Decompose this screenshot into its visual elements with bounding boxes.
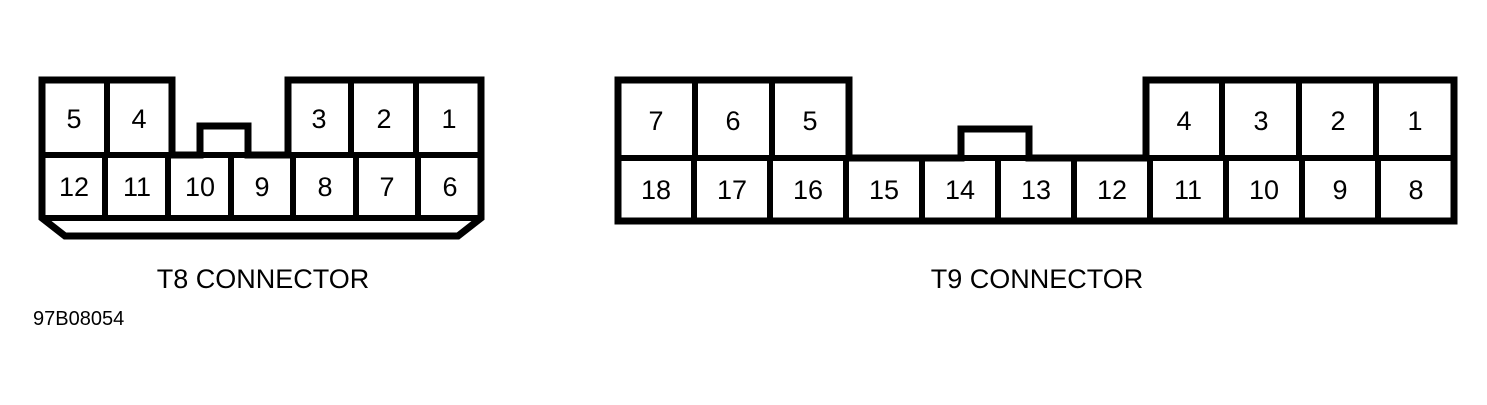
pin-label: 15 (869, 175, 899, 205)
pin-label: 1 (1407, 106, 1422, 136)
pin-label: 3 (311, 104, 326, 134)
pin-label: 2 (1330, 106, 1345, 136)
pin-label: 18 (641, 175, 671, 205)
pin-label: 5 (66, 104, 81, 134)
pin-label: 12 (1097, 175, 1127, 205)
pin-label: 7 (379, 172, 394, 202)
pin-label: 11 (1174, 175, 1202, 205)
pin-label: 16 (793, 175, 823, 205)
pin-label: 11 (123, 172, 151, 202)
connector-t9-svg: 7 6 5 4 3 2 1 18 17 16 15 14 13 12 11 10… (614, 76, 1458, 225)
pin-label: 3 (1253, 106, 1268, 136)
connector-t8-bottom-dividers (102, 155, 421, 218)
pin-label: 1 (441, 104, 456, 134)
connector-t8-top-dividers (104, 80, 419, 155)
figure-id-label: 97B08054 (33, 308, 125, 330)
pin-label: 6 (725, 106, 740, 136)
pin-label: 10 (185, 172, 215, 202)
pin-label: 2 (376, 104, 391, 134)
pin-label: 4 (1176, 106, 1191, 136)
connector-t9-top-dividers (692, 80, 1379, 158)
pin-label: 13 (1021, 175, 1051, 205)
connector-t9-bottom-dividers (691, 158, 1381, 221)
pin-label: 8 (1408, 175, 1423, 205)
connector-t8: 5 4 3 2 1 12 11 10 9 8 7 6 (28, 66, 498, 246)
pin-label: 7 (648, 106, 663, 136)
pin-label: 8 (317, 172, 332, 202)
pin-label: 9 (254, 172, 269, 202)
pin-label: 5 (802, 106, 817, 136)
connector-t9-caption: T9 CONNECTOR (930, 264, 1144, 294)
pin-label: 9 (1332, 175, 1347, 205)
connector-t9: 7 6 5 4 3 2 1 18 17 16 15 14 13 12 11 10… (604, 66, 1470, 238)
pin-label: 10 (1249, 175, 1279, 205)
connector-t8-caption: T8 CONNECTOR (156, 264, 370, 294)
pin-label: 6 (442, 172, 457, 202)
pin-label: 17 (717, 175, 747, 205)
pin-label: 14 (945, 175, 975, 205)
pin-label: 12 (59, 172, 89, 202)
pin-label: 4 (131, 104, 146, 134)
connector-t8-svg: 5 4 3 2 1 12 11 10 9 8 7 6 (38, 76, 485, 240)
